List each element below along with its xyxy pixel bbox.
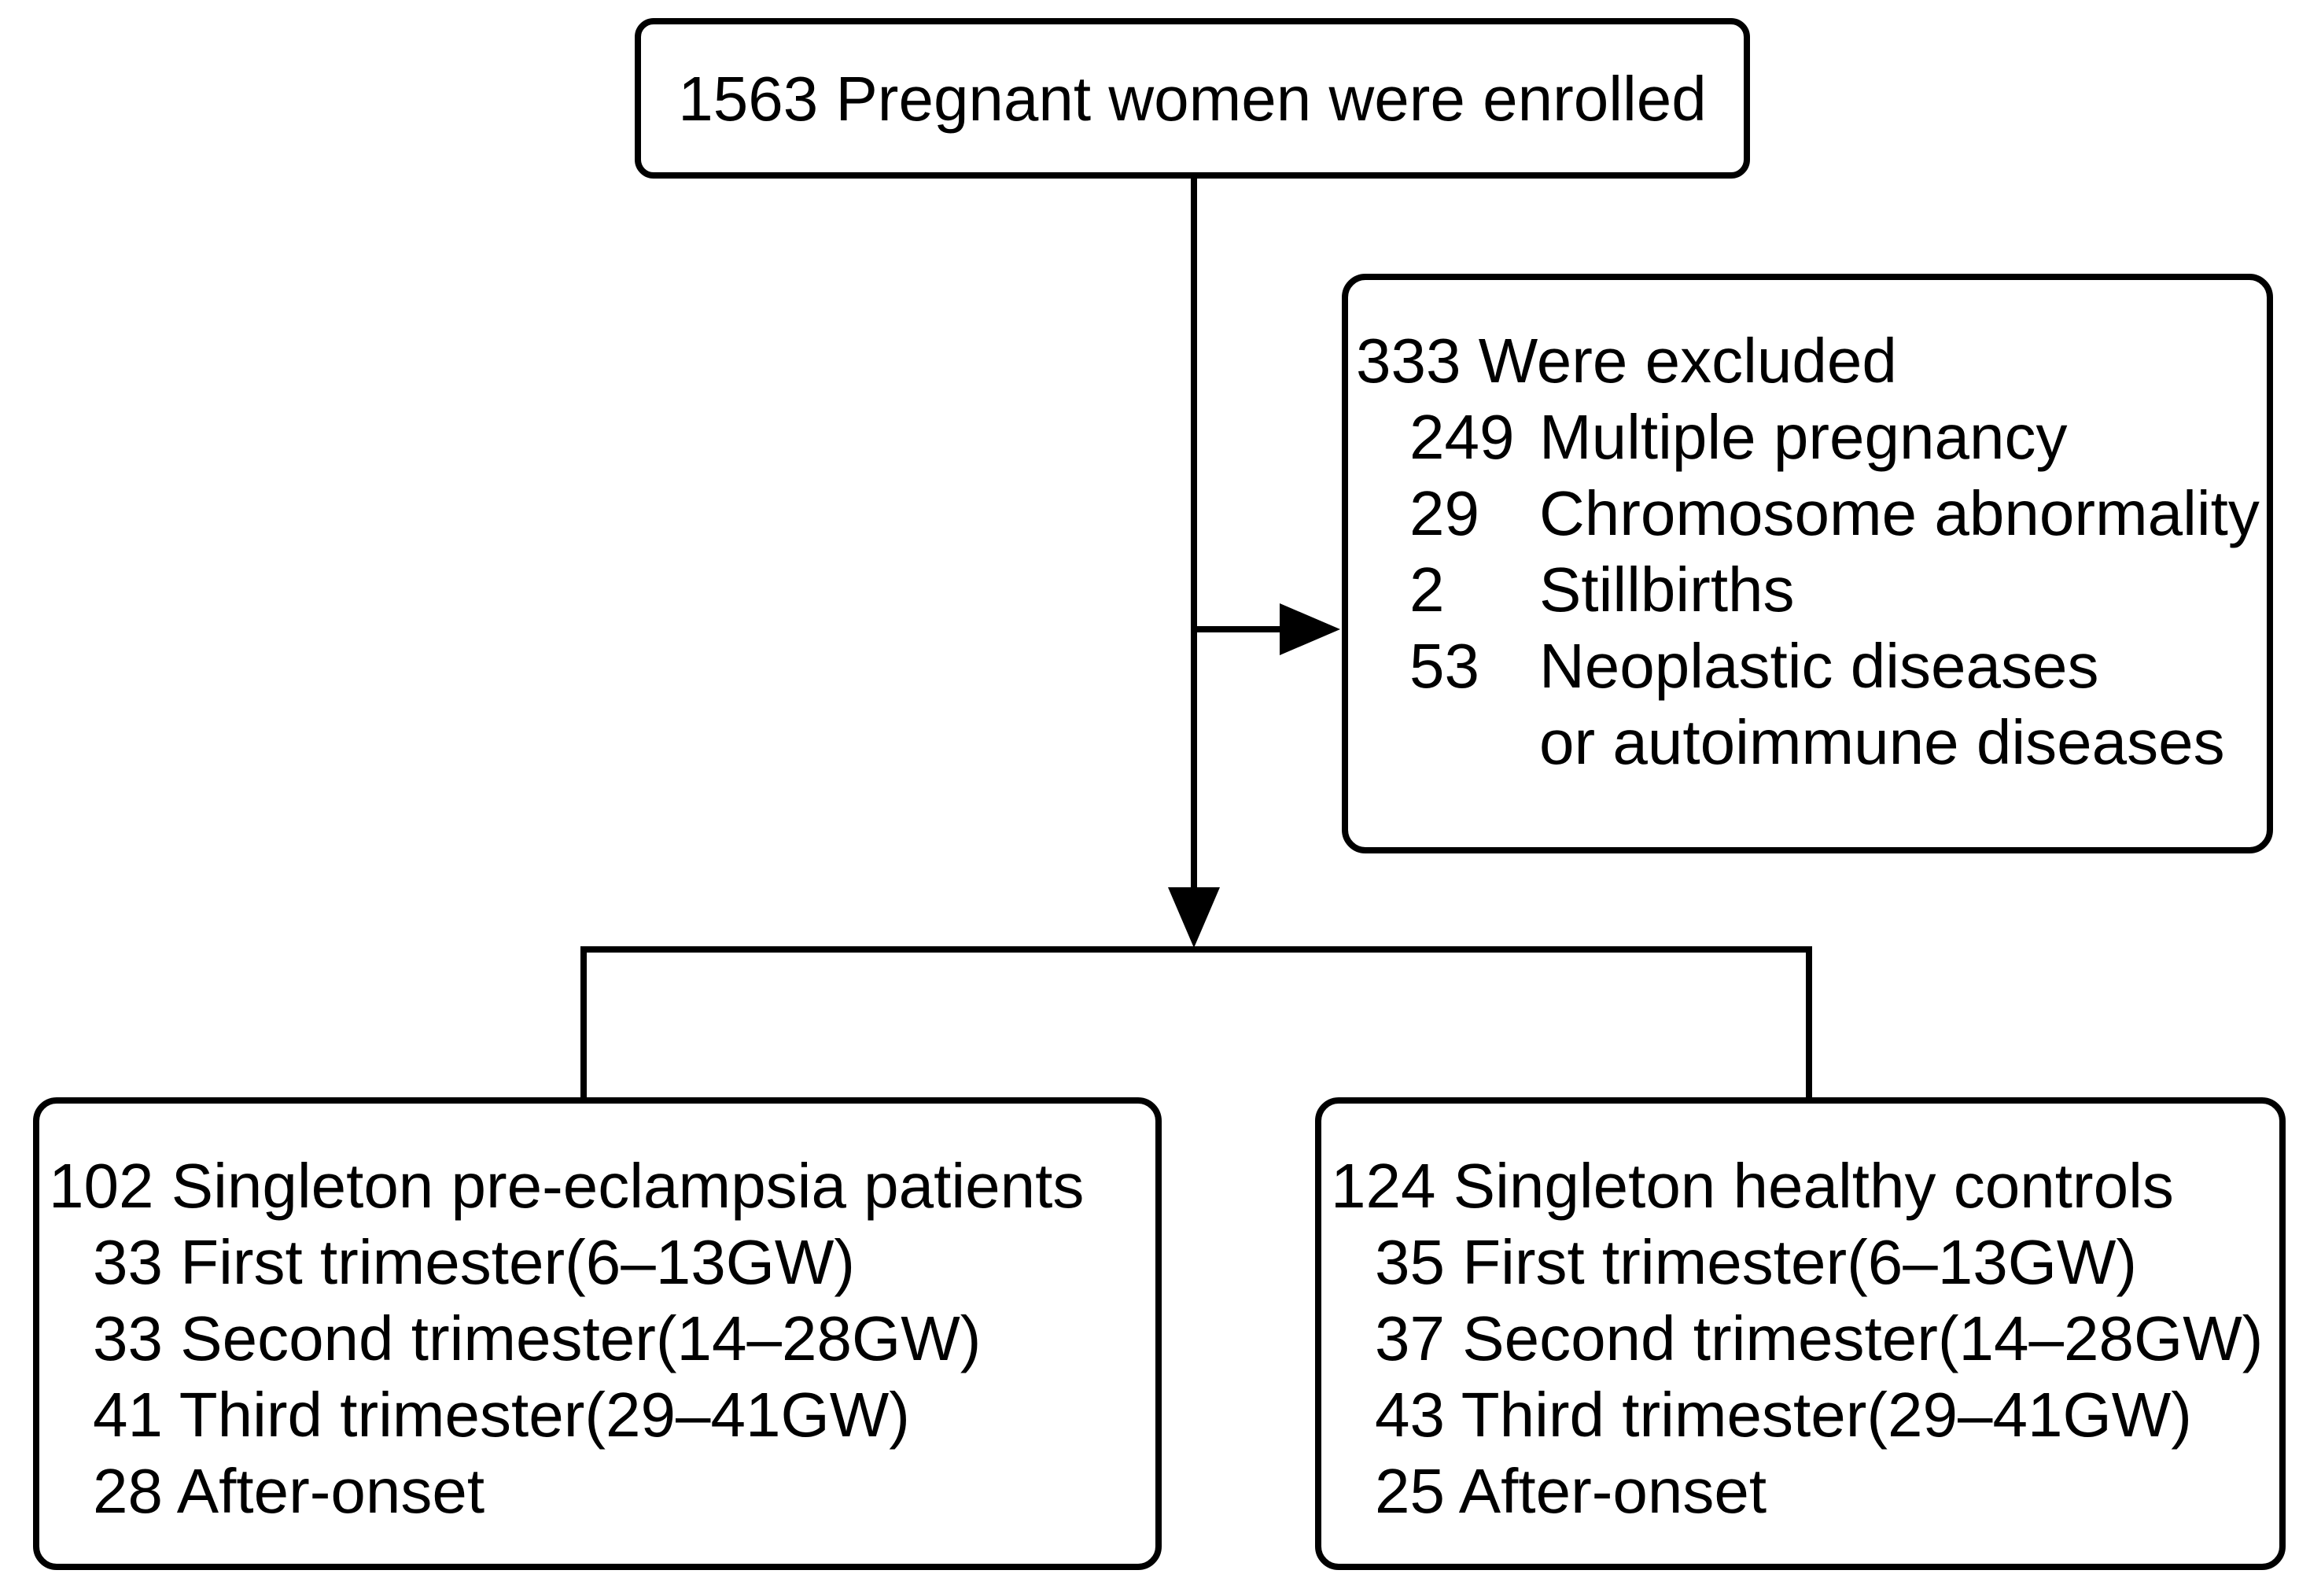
excluded-item: 2 Stillbirths: [1409, 551, 2262, 628]
excluded-item-count: [1409, 704, 1539, 780]
excluded-item-label: Multiple pregnancy: [1539, 402, 2068, 472]
preeclampsia-item: 33 First trimester(6–13GW): [93, 1227, 856, 1297]
box-enrolled: 1563 Pregnant women were enrolled: [635, 18, 1750, 179]
preeclampsia-header: 102 Singleton pre-eclampsia patients: [49, 1151, 1085, 1221]
excluded-item: 249 Multiple pregnancy: [1409, 399, 2262, 475]
preeclampsia-item: 28 After-onset: [93, 1456, 485, 1526]
controls-header: 124 Singleton healthy controls: [1331, 1151, 2174, 1221]
excluded-header: 333 Were excluded: [1356, 326, 1897, 396]
preeclampsia-item: 33 Second trimester(14–28GW): [93, 1303, 982, 1373]
right-arrowhead-icon: [1280, 603, 1340, 655]
branch-connector: [580, 946, 1812, 1097]
excluded-item-count: 29: [1409, 478, 1479, 548]
excluded-item-count: 2: [1409, 555, 1445, 625]
box-excluded: 333 Were excluded 249 Multiple pregnancy…: [1342, 274, 2273, 853]
down-arrowhead-icon: [1168, 887, 1220, 948]
controls-item: 35 First trimester(6–13GW): [1375, 1227, 2138, 1297]
controls-item: 43 Third trimester(29–41GW): [1375, 1380, 2192, 1450]
excluded-item-count: 249: [1409, 402, 1515, 472]
controls-item: 37 Second trimester(14–28GW): [1375, 1303, 2264, 1373]
preeclampsia-item: 41 Third trimester(29–41GW): [93, 1380, 910, 1450]
box-preeclampsia: 102 Singleton pre-eclampsia patients 33 …: [33, 1097, 1162, 1570]
excluded-item-label: Neoplastic diseases: [1539, 631, 2099, 701]
box-controls: 124 Singleton healthy controls 35 First …: [1315, 1097, 2286, 1570]
excluded-item-label: Stillbirths: [1539, 555, 1795, 625]
excluded-item-count: 53: [1409, 631, 1479, 701]
excluded-item: 29 Chromosome abnormality: [1409, 475, 2262, 551]
excluded-item: or autoimmune diseases: [1409, 704, 2262, 780]
excluded-item-label: Chromosome abnormality: [1539, 478, 2260, 548]
excluded-item: 53 Neoplastic diseases: [1409, 628, 2262, 704]
excluded-item-label: or autoimmune diseases: [1539, 707, 2225, 777]
controls-item: 25 After-onset: [1375, 1456, 1767, 1526]
enrolled-text: 1563 Pregnant women were enrolled: [678, 63, 1707, 134]
